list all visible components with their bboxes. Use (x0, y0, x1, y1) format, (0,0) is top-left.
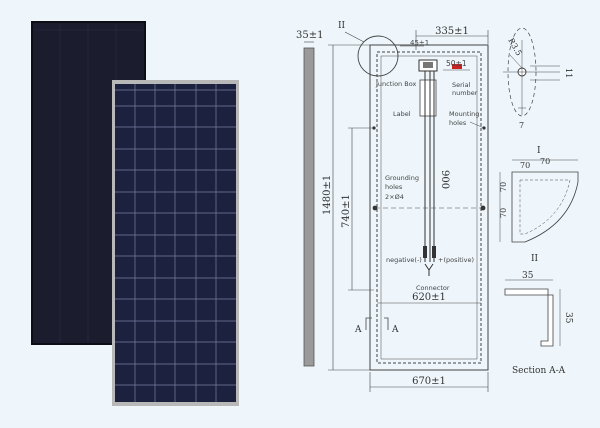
outer-width-label: 670±1 (412, 376, 446, 387)
mount-spacing-label: 740±1 (341, 194, 352, 228)
section-profile (504, 288, 554, 347)
positive-connector (432, 246, 436, 258)
detail-I-dim-11: 11 (564, 68, 573, 78)
side-profile-bar (303, 47, 315, 367)
detail-II-corner-inner (519, 179, 571, 235)
detail-I-dim-7: 7 (519, 121, 524, 130)
grounding-label-line2: holes (385, 183, 403, 191)
detail-II-dim-70a: 70 (520, 161, 530, 170)
detail-II-dim-70b: 70 (540, 157, 550, 166)
detail-II-corner-outer (511, 171, 579, 243)
mount-spacing-dimension (348, 127, 374, 291)
front-panel-cell-grid (115, 84, 236, 402)
grounding-label-line1: Grounding (385, 174, 419, 182)
positive-label: +(positive) (438, 256, 474, 264)
top-width-dimension (415, 30, 489, 50)
thickness-label: 35±1 (296, 30, 323, 41)
cables (424, 71, 435, 262)
detail-II-dim-70d: 70 (499, 208, 508, 218)
detail-I-view (503, 27, 560, 117)
detail-II-callout-circle (357, 35, 399, 77)
detail-callout-label: II (338, 21, 346, 31)
front-panel-body (115, 84, 236, 402)
offset-45-label: 45±1 (410, 39, 429, 47)
outer-width-dimension (369, 372, 489, 392)
solar-panel-front-photo (112, 80, 239, 406)
inner-width-label: 620±1 (412, 292, 446, 303)
junction-box-label: Junction Box (375, 80, 416, 88)
negative-label: negative(-) (386, 256, 422, 264)
detail-I-title: I (537, 146, 541, 156)
detail-II-dim-70c: 70 (499, 182, 508, 192)
section-dim-side: 35 (563, 312, 573, 324)
mounting-label-line1: Mounting (449, 110, 479, 118)
section-dim-top: 35 (522, 271, 534, 281)
connector-label: Connector (416, 284, 450, 292)
detail-II-view (499, 159, 579, 243)
top-width-label: 335±1 (435, 26, 469, 37)
height-dimension (328, 44, 370, 371)
label-text: Label (393, 110, 411, 118)
section-a-a-view (504, 279, 561, 347)
detail-II-title: II (531, 254, 539, 264)
connector-y-mark (424, 263, 434, 276)
rear-view-outline (369, 44, 489, 371)
offset-50-label: 50±1 (446, 59, 467, 68)
height-label: 1480±1 (322, 175, 333, 215)
section-marker-right (384, 317, 389, 330)
negative-connector (423, 246, 427, 258)
serial-label-line2: number (452, 89, 478, 97)
junction-box-inner (423, 62, 433, 68)
section-marker-right-label: A (391, 325, 399, 335)
label-plate (419, 79, 437, 117)
section-marker-left (365, 317, 372, 330)
section-marker-left-label: A (354, 325, 362, 335)
detail-I-radius-label: R3.5 (506, 37, 523, 58)
outer-frame (369, 44, 489, 371)
mounting-hole-top-right (482, 126, 486, 130)
inner-frame (376, 51, 482, 364)
inner-frame-2 (380, 55, 478, 360)
serial-label-line1: Serial (452, 81, 471, 89)
side-profile-view: 35±1 (296, 30, 323, 367)
grounding-label-line3: 2×Ø4 (385, 193, 404, 201)
section-title: Section A-A (512, 366, 566, 376)
cable-length-label: 900 (439, 170, 450, 189)
mounting-label-line2: holes (449, 119, 467, 127)
serial-number-tag (452, 64, 462, 69)
